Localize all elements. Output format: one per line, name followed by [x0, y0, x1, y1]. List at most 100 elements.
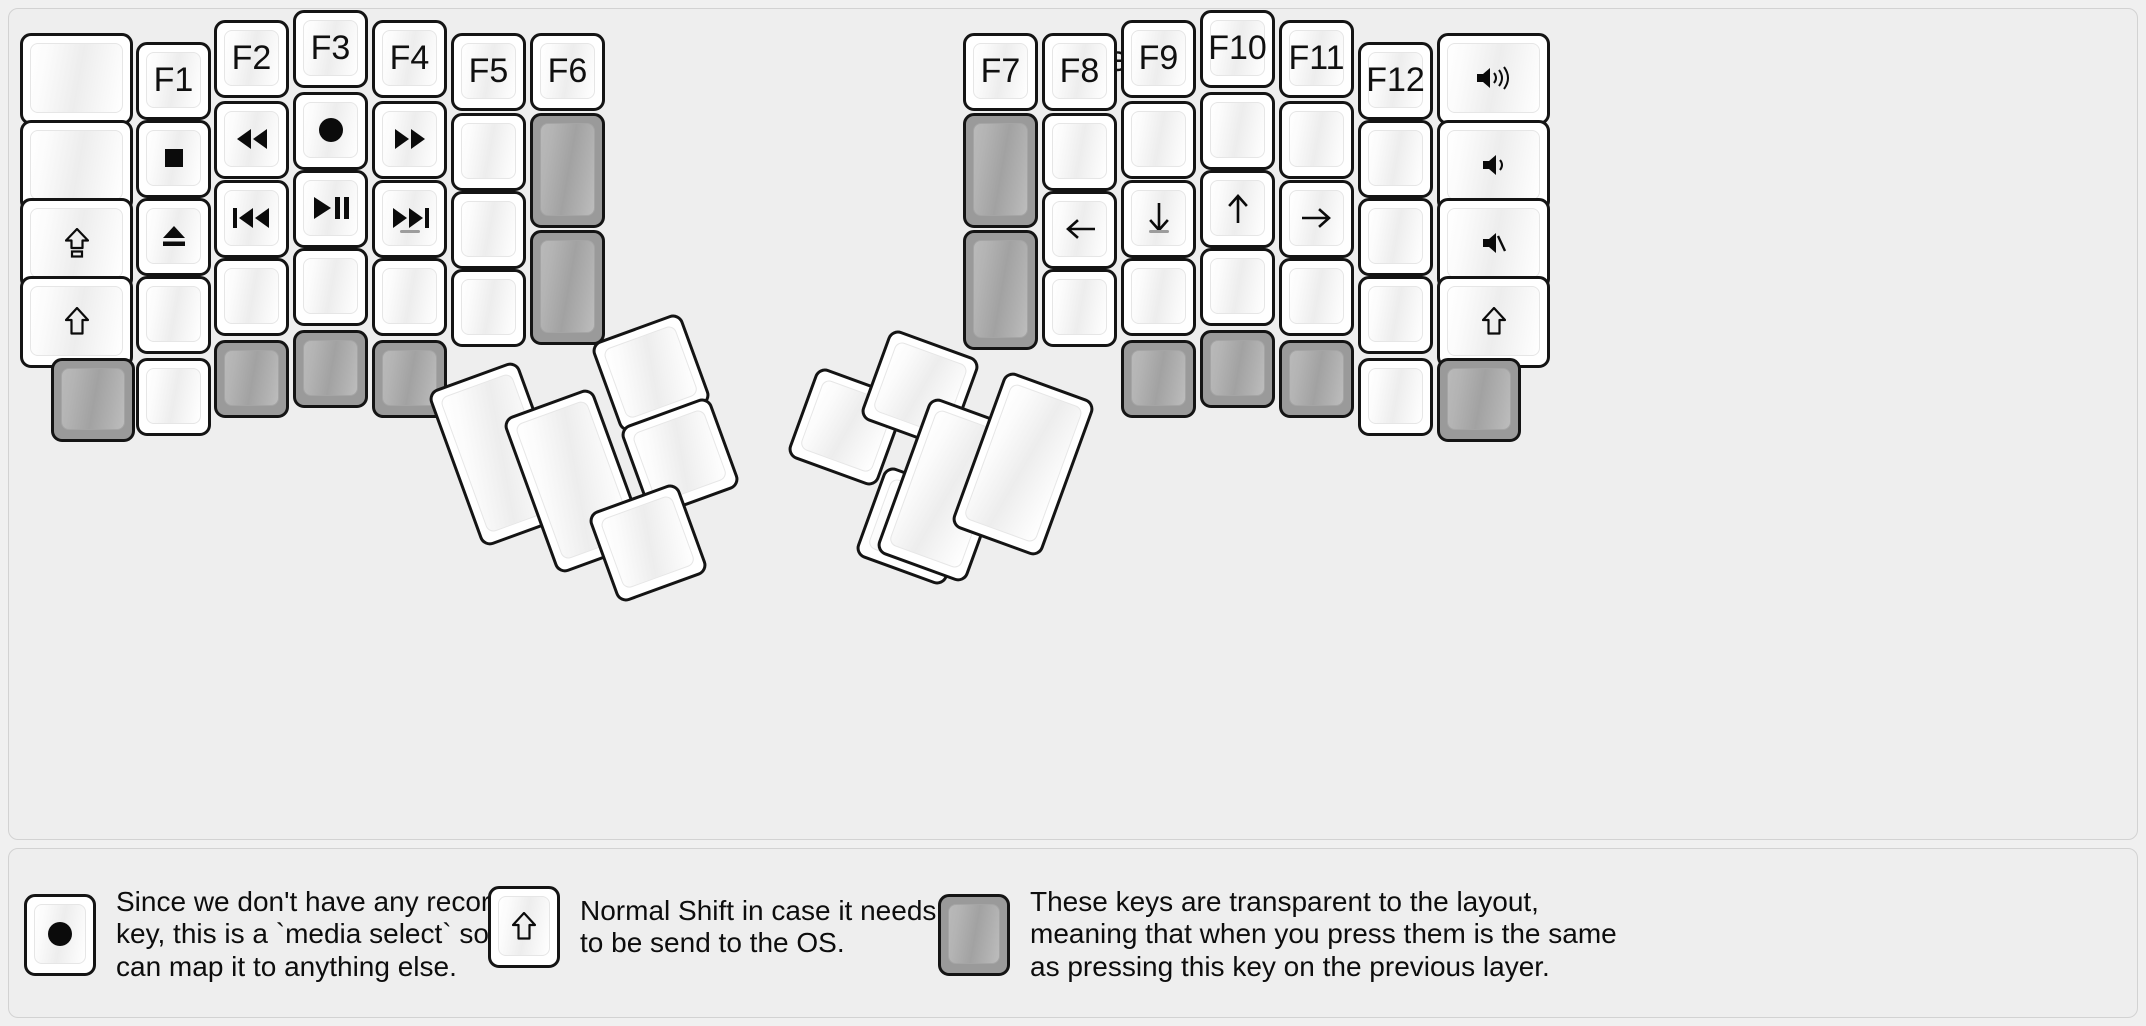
key-L-c3-r4[interactable]: [214, 258, 289, 336]
key-R-c1-r1[interactable]: F7: [963, 33, 1038, 111]
key-R-c6-r5[interactable]: [1358, 358, 1433, 436]
key-R-c2-r1[interactable]: F8: [1042, 33, 1117, 111]
key-L-c3-r1[interactable]: F2: [214, 20, 289, 98]
key-L-c3-r5[interactable]: [214, 340, 289, 418]
key-L-c5-r1[interactable]: F4: [372, 20, 447, 98]
legend-description: These keys are transparent to the layout…: [1030, 886, 1617, 982]
key-R-c4-r5[interactable]: [1200, 330, 1275, 408]
key-R-c7-r1[interactable]: F6: [530, 33, 605, 111]
legend-description: Normal Shift in case it needs to be send…: [580, 894, 937, 958]
key-L-c5-r2[interactable]: [372, 101, 447, 179]
keycap-face: [1210, 180, 1265, 236]
key-R-c2-r2[interactable]: [1042, 113, 1117, 191]
key-label: F4: [389, 39, 430, 77]
key-label: F9: [1138, 39, 1179, 77]
key-L-c3-r3[interactable]: [214, 180, 289, 258]
keycap-face: [30, 130, 123, 200]
sub-legend-dash: [1148, 230, 1169, 233]
key-R-c2-r4[interactable]: [1042, 269, 1117, 347]
key-label: F6: [547, 52, 588, 90]
key-L-c2-r2[interactable]: [136, 120, 211, 198]
key-R-c5-r4[interactable]: [1279, 258, 1354, 336]
key-R-c6-r3[interactable]: [1358, 198, 1433, 276]
keycap-face: [599, 494, 697, 590]
keycap-face: F8: [1052, 43, 1107, 99]
keycap-face: [1131, 268, 1186, 324]
key-L-c5-r5[interactable]: [372, 340, 447, 418]
key-R-c1-r3[interactable]: [963, 230, 1038, 350]
key-R-c3-r2[interactable]: [1121, 101, 1196, 179]
volume-up-icon: [1475, 65, 1513, 91]
keycap-face: [1447, 43, 1540, 113]
keycap-face: [1289, 111, 1344, 167]
eject-icon: [160, 224, 188, 248]
arrow-down-icon: [1147, 203, 1171, 233]
key-R-c4-r1[interactable]: F10: [1200, 10, 1275, 88]
key-L-c4-r2[interactable]: [293, 92, 368, 170]
key-L-c2-r1[interactable]: F1: [136, 42, 211, 120]
keycap-face: F5: [461, 43, 516, 99]
key-R-c7b-r1[interactable]: [1437, 33, 1550, 125]
key-L-c1-r2[interactable]: [20, 120, 133, 212]
keycap-face: F9: [1131, 30, 1186, 86]
keycap-face: [498, 896, 550, 956]
key-R-c4-r2[interactable]: [1200, 92, 1275, 170]
key-R-c7b-r5[interactable]: [1437, 358, 1521, 442]
key-R-c7-r3[interactable]: [530, 230, 605, 345]
keycap-face: [1131, 190, 1186, 246]
key-label: F10: [1208, 29, 1267, 67]
keycap-face: [461, 201, 516, 257]
keycap-face: [1368, 368, 1423, 424]
key-R-c3-r4[interactable]: [1121, 258, 1196, 336]
key-L-c4-r4[interactable]: [293, 248, 368, 326]
key-R-c5-r1[interactable]: F11: [1279, 20, 1354, 98]
key-L-c5-r3[interactable]: [372, 180, 447, 258]
key-R-c3-r3[interactable]: [1121, 180, 1196, 258]
keycap-face: [1289, 350, 1344, 406]
key-L-c2-r5[interactable]: [136, 358, 211, 436]
keycap-face: F3: [303, 20, 358, 76]
key-L-c6-r1[interactable]: F5: [451, 33, 526, 111]
keycap-face: [146, 208, 201, 264]
keycap-face: [948, 903, 1000, 964]
key-R-c3-r5[interactable]: [1121, 340, 1196, 418]
key-R-c5-r5[interactable]: [1279, 340, 1354, 418]
key-R-c6-r4[interactable]: [1358, 276, 1433, 354]
key-L-c6-r3[interactable]: [451, 191, 526, 269]
key-L-c4-r1[interactable]: F3: [293, 10, 368, 88]
key-R-c2-r3[interactable]: [1042, 191, 1117, 269]
key-R-c6-r1[interactable]: F12: [1358, 42, 1433, 120]
key-R-c7-r2[interactable]: [530, 113, 605, 228]
key-L-c2-r3[interactable]: [136, 198, 211, 276]
key-R-c1-r2[interactable]: [963, 113, 1038, 228]
key-R-c4-r3[interactable]: [1200, 170, 1275, 248]
key-R-c5-r3[interactable]: [1279, 180, 1354, 258]
keycap-face: [224, 268, 279, 324]
keycap-face: [1289, 268, 1344, 324]
key-R-c6-r2[interactable]: [1358, 120, 1433, 198]
key-L-c1-r5[interactable]: [51, 358, 135, 442]
keycap-face: [382, 268, 437, 324]
key-R-c7b-r4[interactable]: [1437, 276, 1550, 368]
key-L-c6-r2[interactable]: [451, 113, 526, 191]
key-R-c3-r1[interactable]: F9: [1121, 20, 1196, 98]
key-L-c1-r1[interactable]: [20, 33, 133, 125]
key-L-c4-r5[interactable]: [293, 330, 368, 408]
key-L-c3-r2[interactable]: [214, 101, 289, 179]
stop-icon: [162, 146, 186, 170]
key-L-c5-r4[interactable]: [372, 258, 447, 336]
keycap-face: [973, 240, 1028, 338]
legend-item-shift-note: Normal Shift in case it needs to be send…: [488, 886, 936, 968]
key-L-c4-r3[interactable]: [293, 170, 368, 248]
arrow-up-icon: [1226, 193, 1250, 223]
key-L-c1-r4[interactable]: [20, 276, 133, 368]
keycap-face: [382, 190, 437, 246]
key-R-c4-r4[interactable]: [1200, 248, 1275, 326]
key-L-c6-r4[interactable]: [451, 269, 526, 347]
key-L-c2-r4[interactable]: [136, 276, 211, 354]
keycap-face: [1447, 130, 1540, 200]
key-L-c1-r3[interactable]: [20, 198, 133, 290]
key-R-c7b-r3[interactable]: [1437, 198, 1550, 290]
key-R-c5-r2[interactable]: [1279, 101, 1354, 179]
